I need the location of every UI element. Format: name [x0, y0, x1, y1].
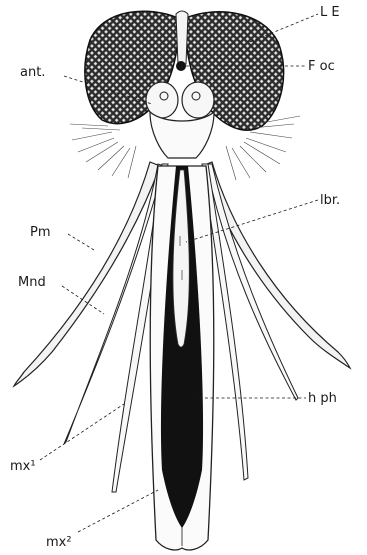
label-hph: h ph: [308, 391, 337, 406]
label-mnd: Mnd: [18, 275, 46, 290]
leader-mx2: [78, 490, 158, 532]
label-pm: Pm: [30, 225, 51, 240]
leader-pm: [68, 234, 94, 250]
label-mx1: mx¹: [10, 459, 36, 474]
leader-mx1: [40, 404, 124, 460]
label-lbr: lbr.: [320, 193, 340, 208]
label-le: L E: [320, 5, 340, 20]
label-ant: ant.: [20, 65, 45, 80]
frontal-ocellus: [176, 61, 186, 71]
clypeus: [150, 112, 214, 158]
label-mx2: mx²: [46, 535, 72, 550]
label-foc: F oc: [308, 59, 335, 74]
frontal-ridge: [176, 11, 188, 64]
